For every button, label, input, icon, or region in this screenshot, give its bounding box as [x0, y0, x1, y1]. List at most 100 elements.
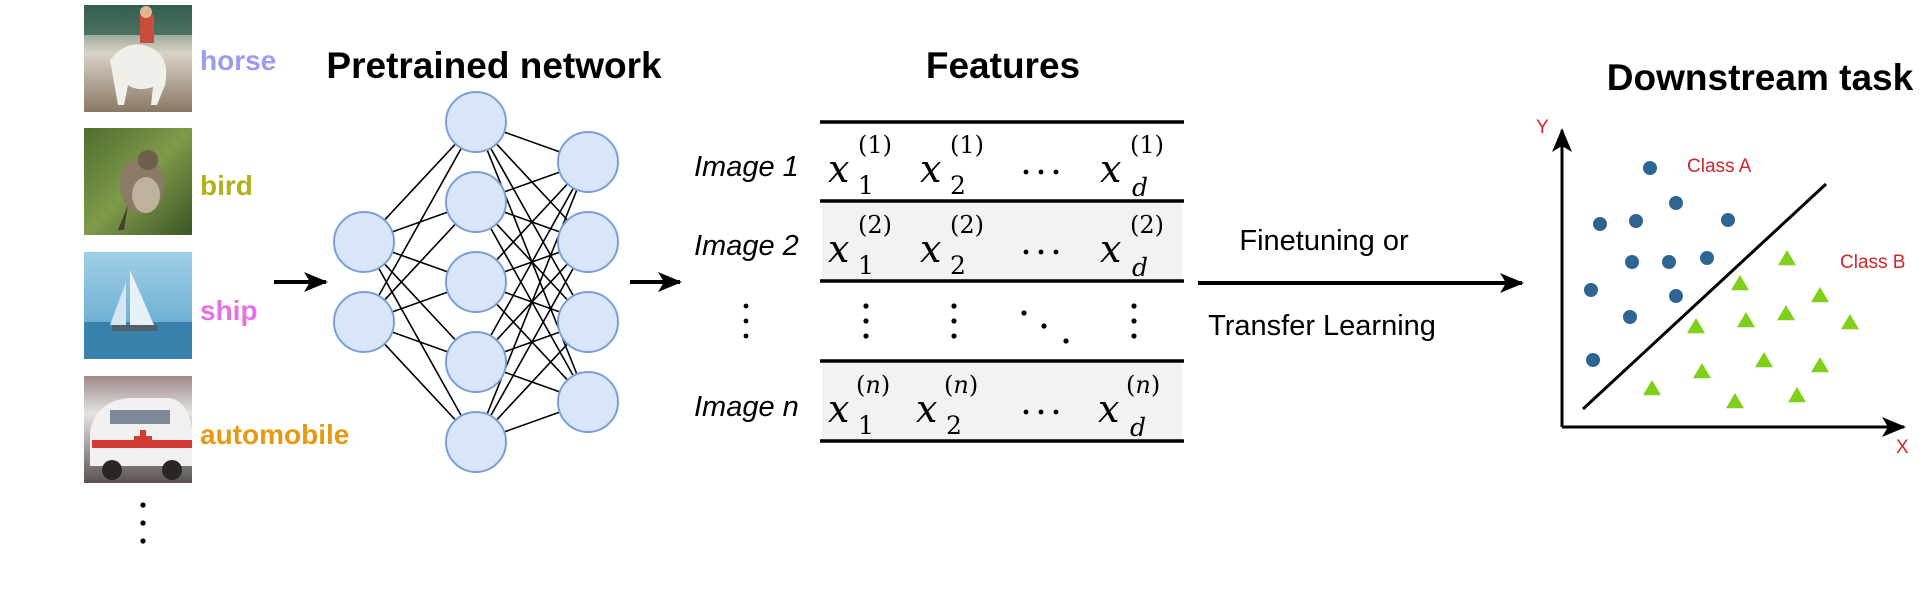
- subscript: d: [1130, 413, 1146, 442]
- superscript: (2): [1130, 211, 1164, 239]
- class-a-point: [1586, 353, 1600, 367]
- class-a-point: [1662, 255, 1676, 269]
- downstream-title: Downstream task: [1607, 57, 1914, 98]
- network-node: [333, 291, 395, 353]
- features-table: Image 1 x (1) 1 x (1) 2 x (1) d Image 2 …: [694, 120, 1184, 443]
- class-b-point: [1811, 357, 1829, 373]
- decision-boundary: [1581, 182, 1828, 411]
- features-title: Features: [926, 45, 1080, 86]
- arrow-label-line-2: Transfer Learning: [1208, 310, 1436, 342]
- class-a-point: [1629, 214, 1643, 228]
- superscript: (1): [1130, 131, 1164, 159]
- class-b-label: Class B: [1840, 252, 1905, 273]
- feature-var: x: [920, 147, 941, 191]
- class-b-point: [1731, 275, 1749, 291]
- superscript: (1): [858, 131, 892, 159]
- bird-thumbnail: [84, 128, 192, 235]
- class-b-point: [1755, 352, 1773, 368]
- ship-thumbnail: [84, 252, 192, 359]
- ship-label: ship: [200, 295, 258, 326]
- superscript: (2): [858, 211, 892, 239]
- subscript: 1: [858, 251, 874, 280]
- network-edge: [363, 121, 477, 323]
- class-a-point: [1643, 161, 1657, 175]
- network-edge: [475, 161, 589, 363]
- network-node: [557, 291, 619, 353]
- row-label-image-2: Image 2: [694, 230, 799, 262]
- automobile-thumbnail: [84, 376, 192, 483]
- subscript: 1: [858, 411, 874, 440]
- feature-row-n: x (n) 1 x (n) 2 x (n) d: [828, 371, 1160, 442]
- automobile-label: automobile: [200, 419, 349, 450]
- class-b-point: [1811, 287, 1829, 303]
- class-b-point: [1693, 363, 1711, 379]
- vertical-ellipsis-images: [140, 502, 146, 544]
- feature-var: x: [1098, 387, 1119, 431]
- network-node: [445, 411, 507, 473]
- network-node: [445, 251, 507, 313]
- class-b-point: [1778, 250, 1796, 266]
- network-node: [445, 171, 507, 233]
- class-b-point: [1726, 393, 1744, 409]
- class-a-point: [1669, 289, 1683, 303]
- superscript: (2): [950, 211, 984, 239]
- row-2-shading: [822, 203, 1182, 281]
- network-nodes: [333, 91, 619, 473]
- class-b-point: [1777, 305, 1795, 321]
- class-a-point: [1700, 251, 1714, 265]
- network-node: [333, 211, 395, 273]
- feature-var: x: [828, 387, 849, 431]
- feature-row-1: x (1) 1 x (1) 2 x (1) d: [828, 131, 1164, 202]
- row-label-image-1: Image 1: [694, 151, 799, 183]
- class-b-point: [1737, 312, 1755, 328]
- subscript: 2: [950, 171, 966, 200]
- class-a-point: [1593, 217, 1607, 231]
- network-node: [557, 211, 619, 273]
- feature-var: x: [828, 227, 849, 271]
- network-node: [557, 371, 619, 433]
- ellipsis-row: [743, 303, 1137, 344]
- horse-thumbnail: [84, 5, 192, 112]
- horizontal-ellipsis: [1023, 409, 1059, 415]
- network-node: [445, 91, 507, 153]
- y-axis-label: Y: [1536, 117, 1549, 138]
- network-node: [557, 131, 619, 193]
- superscript: (n): [944, 371, 978, 399]
- feature-var: x: [828, 147, 849, 191]
- class-a-point: [1623, 310, 1637, 324]
- feature-var: x: [920, 227, 941, 271]
- class-a-point: [1669, 196, 1683, 210]
- network-node: [445, 331, 507, 393]
- superscript: (n): [856, 371, 890, 399]
- feature-row-2: x (2) 1 x (2) 2 x (2) d: [828, 211, 1164, 282]
- horse-label: horse: [200, 45, 276, 76]
- bird-label: bird: [200, 170, 253, 201]
- class-b-point: [1643, 380, 1661, 396]
- feature-var: x: [1100, 147, 1121, 191]
- class-a-point: [1721, 213, 1735, 227]
- class-a-point: [1625, 255, 1639, 269]
- image-column: horse bird ship automobile: [84, 5, 349, 544]
- class-a-label: Class A: [1687, 156, 1752, 177]
- x-axis-label: X: [1896, 437, 1909, 458]
- class-b-point: [1687, 318, 1705, 334]
- subscript: d: [1132, 253, 1148, 282]
- superscript: (1): [950, 131, 984, 159]
- class-b-point: [1788, 387, 1806, 403]
- subscript: 2: [946, 411, 962, 440]
- arrow-label-line-1: Finetuning or: [1239, 225, 1409, 257]
- subscript: 1: [858, 171, 874, 200]
- feature-var: x: [1100, 227, 1121, 271]
- class-b-point: [1841, 314, 1859, 330]
- feature-var: x: [916, 387, 937, 431]
- network-edge: [475, 241, 589, 443]
- subscript: d: [1132, 173, 1148, 202]
- class-b-points: [1643, 250, 1859, 409]
- network-edge: [475, 161, 589, 443]
- class-a-points: [1584, 161, 1735, 367]
- superscript: (n): [1126, 371, 1160, 399]
- horizontal-ellipsis: [1023, 249, 1059, 255]
- row-n-shading: [822, 362, 1182, 440]
- horizontal-ellipsis: [1023, 169, 1059, 175]
